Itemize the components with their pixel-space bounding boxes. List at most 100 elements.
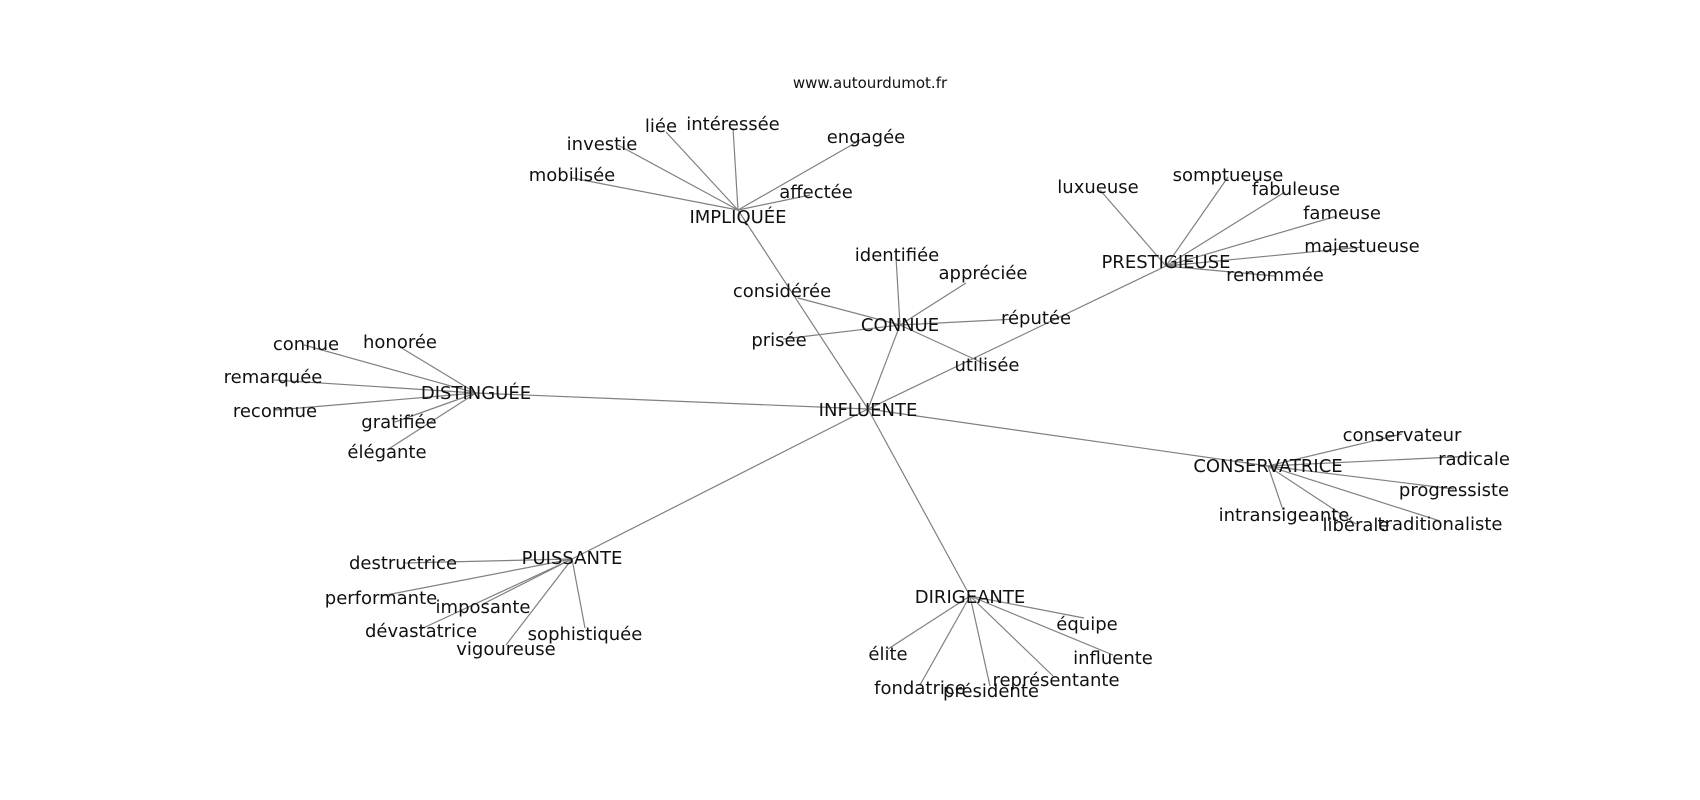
edge-hub-leaf <box>420 558 573 630</box>
leaf-node-label: réputée <box>1001 308 1071 329</box>
edge-center-hub <box>867 324 901 410</box>
edge-hub-leaf <box>571 558 586 629</box>
leaf-node-label: destructrice <box>349 553 457 574</box>
edge-hub-leaf <box>1267 433 1403 467</box>
edge-hub-leaf <box>969 595 1085 619</box>
edge-hub-leaf <box>303 344 477 394</box>
hub-node-label: CONNUE <box>861 315 939 336</box>
leaf-node-label: identifiée <box>855 245 939 266</box>
hub-node-label: PUISSANTE <box>522 548 623 569</box>
leaf-node-label: remarquée <box>224 367 323 388</box>
leaf-node-label: intransigeante <box>1219 505 1350 526</box>
edge-hub-leaf <box>1267 465 1441 522</box>
leaf-node-label: mobilisée <box>529 165 616 186</box>
leaf-node-label: somptueuse <box>1173 165 1284 186</box>
edge-hub-leaf <box>887 595 971 650</box>
edge-center-hub <box>475 392 869 410</box>
hub-node-label: PRESTIGIEUSE <box>1101 252 1230 273</box>
leaf-node-label: appréciée <box>938 263 1027 284</box>
edge-hub-leaf <box>1267 465 1284 511</box>
leaf-node-label: élite <box>868 644 907 665</box>
edge-hub-leaf <box>1165 191 1286 267</box>
leaf-node-label: utilisée <box>955 355 1020 376</box>
leaf-node-label: connue <box>273 334 339 355</box>
site-label: www.autourdumot.fr <box>793 74 948 92</box>
leaf-node-label: intéressée <box>686 114 780 135</box>
edge-center-hub <box>571 408 869 560</box>
leaf-node-label: imposante <box>436 597 531 618</box>
leaf-node-label: prisée <box>751 330 806 351</box>
edge-hub-leaf <box>275 392 477 411</box>
edge-hub-leaf <box>380 558 573 597</box>
edge-hub-leaf <box>273 379 477 394</box>
leaf-node-label: fameuse <box>1303 203 1381 224</box>
leaf-node-label: reconnue <box>233 401 317 422</box>
edge-center-hub <box>867 408 971 597</box>
edge-hub-leaf <box>895 256 901 326</box>
leaf-node-label: équipe <box>1056 614 1117 635</box>
leaf-node-label: traditionaliste <box>1378 514 1503 535</box>
graph-labels: INFLUENTE IMPLIQUÉE liée intéressée investie… <box>224 114 1510 702</box>
edge-hub-leaf <box>782 324 901 340</box>
center-node-label: INFLUENTE <box>819 400 918 421</box>
edge-hub-leaf <box>665 131 739 211</box>
edge-hub-leaf <box>1165 246 1363 267</box>
edge-hub-leaf <box>1165 215 1338 267</box>
leaf-node-label: honorée <box>363 332 437 353</box>
leaf-node-label: fabuleuse <box>1252 179 1340 200</box>
edge-hub-leaf <box>969 595 991 687</box>
hub-node-label: DIRIGEANTE <box>915 587 1025 608</box>
leaf-node-label: gratifiée <box>361 412 436 433</box>
leaf-node-label: élégante <box>347 442 426 463</box>
edge-hub-leaf <box>1099 189 1167 267</box>
leaf-node-label: majestueuse <box>1304 236 1419 257</box>
leaf-node-label: engagée <box>827 127 906 148</box>
leaf-node-label: fondatrice <box>874 678 966 699</box>
leaf-node-label: vigoureuse <box>456 639 555 660</box>
leaf-node-label: renommée <box>1226 265 1324 286</box>
edge-hub-leaf <box>899 318 1017 326</box>
edge-hub-leaf <box>1267 465 1455 490</box>
edge-hub-leaf <box>797 297 901 326</box>
leaf-node-label: sophistiquée <box>528 624 643 645</box>
edge-hub-leaf <box>399 346 477 394</box>
hub-node-label: IMPLIQUÉE <box>689 206 786 228</box>
leaf-node-label: représentante <box>992 670 1119 691</box>
leaf-node-label: luxueuse <box>1057 177 1138 198</box>
leaf-node-label: présidente <box>943 681 1039 702</box>
edge-hub-leaf <box>505 558 573 646</box>
leaf-node-label: affectée <box>779 182 853 203</box>
edge-hub-leaf <box>1267 465 1357 525</box>
leaf-node-label: influente <box>1073 648 1153 669</box>
edge-hub-leaf <box>899 324 986 365</box>
edge-hub-leaf <box>386 392 477 451</box>
edge-hub-leaf <box>1267 455 1475 467</box>
edge-hub-leaf <box>402 558 573 564</box>
graph-edges <box>273 127 1475 687</box>
edge-hub-leaf <box>571 177 739 211</box>
edge-center-hub <box>737 209 869 410</box>
edge-center-hub <box>867 408 1269 467</box>
leaf-node-label: dévastatrice <box>365 621 477 642</box>
leaf-node-label: conservateur <box>1343 425 1462 446</box>
edge-hub-leaf <box>732 127 739 211</box>
leaf-node-label: investie <box>567 134 638 155</box>
leaf-node-label: libérale <box>1322 515 1389 536</box>
leaf-node-label: considérée <box>733 281 831 302</box>
edge-hub-leaf <box>1165 176 1229 267</box>
leaf-node-label: liée <box>645 116 677 137</box>
hub-node-label: CONSERVATRICE <box>1193 456 1342 477</box>
leaf-node-label: progressiste <box>1399 480 1509 501</box>
edge-hub-leaf <box>617 144 739 211</box>
edge-hub-leaf <box>899 282 967 326</box>
edge-hub-leaf <box>969 595 1114 656</box>
edge-hub-leaf <box>919 595 971 686</box>
edge-hub-leaf <box>737 194 811 211</box>
edge-hub-leaf <box>969 595 1054 677</box>
hub-node-label: DISTINGUÉE <box>421 382 531 404</box>
edge-hub-leaf <box>1165 265 1276 277</box>
edge-hub-leaf <box>394 392 477 423</box>
leaf-node-label: radicale <box>1438 449 1510 470</box>
edge-hub-leaf <box>737 138 863 211</box>
